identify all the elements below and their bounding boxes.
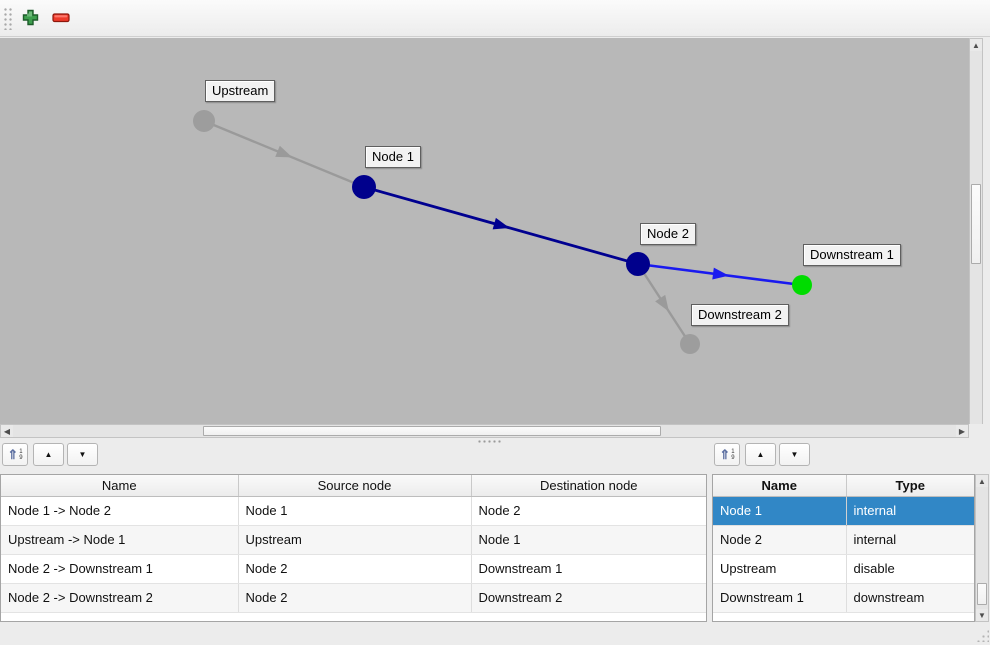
scrollbar-corner [969,424,990,438]
vertical-scroll-thumb[interactable] [971,184,981,264]
graph-node[interactable] [792,275,812,295]
scroll-left-icon[interactable]: ◀ [1,425,13,437]
column-header[interactable]: Source node [238,475,472,497]
cell[interactable]: internal [846,496,974,526]
node-label[interactable]: Node 1 [365,146,421,168]
remove-node-button[interactable] [47,5,75,32]
node-label[interactable]: Downstream 1 [803,244,901,266]
graph-svg [193,110,812,354]
scroll-down-icon[interactable]: ▼ [976,609,988,621]
vertical-scroll-thumb[interactable] [977,583,987,605]
nodes-move-down-button[interactable]: ▼ [779,443,810,466]
plus-icon [22,9,39,29]
cell[interactable]: internal [846,525,974,555]
toolbar-drag-handle[interactable] [3,7,12,30]
column-header[interactable]: Name [713,475,847,497]
cell[interactable]: Node 1 [238,496,472,526]
edges-move-down-button[interactable]: ▼ [67,443,98,466]
main-toolbar [0,0,990,37]
arrow-up-icon: ▲ [756,450,765,459]
node-label[interactable]: Downstream 2 [691,304,789,326]
arrow-down-icon: ▼ [78,450,87,459]
resize-grip[interactable] [976,629,989,642]
pane-splitter[interactable] [0,438,990,444]
minus-icon [52,11,70,26]
cell[interactable]: Node 2 [713,525,847,555]
edge-arrow-icon [655,294,669,312]
cell[interactable]: Node 2 -> Downstream 1 [1,554,239,584]
node-label[interactable]: Node 2 [640,223,696,245]
cell[interactable]: Upstream -> Node 1 [1,525,239,555]
graph-node[interactable] [352,175,376,199]
cell[interactable]: Node 1 -> Node 2 [1,496,239,526]
add-node-button[interactable] [16,5,44,32]
scroll-up-icon[interactable]: ▲ [970,39,982,51]
cell[interactable]: disable [846,554,974,584]
cell[interactable]: Node 2 -> Downstream 2 [1,583,239,613]
edge-arrow-icon [492,217,510,230]
cell[interactable]: downstream [846,583,974,613]
scroll-up-icon[interactable]: ▲ [976,475,988,487]
horizontal-scroll-thumb[interactable] [203,426,661,436]
edge-arrow-icon [275,145,293,158]
edge-arrow-icon [712,267,729,280]
cell[interactable]: Node 2 [471,496,706,526]
graph-node[interactable] [680,334,700,354]
arrow-down-icon: ▼ [790,450,799,459]
cell[interactable]: Upstream [713,554,847,584]
column-header[interactable]: Name [1,475,239,497]
cell[interactable]: Downstream 1 [471,554,706,584]
cell[interactable]: Node 1 [471,525,706,555]
cell[interactable]: Downstream 1 [713,583,847,613]
cell[interactable]: Node 2 [238,583,472,613]
nodes-move-up-button[interactable]: ▲ [745,443,776,466]
node-label[interactable]: Upstream [205,80,276,102]
column-header[interactable]: Type [846,475,974,497]
edges-move-up-button[interactable]: ▲ [33,443,64,466]
canvas-vertical-scrollbar[interactable]: ▲ ▼ [969,38,983,438]
cell[interactable]: Upstream [238,525,472,555]
nodes-table-scrollbar[interactable]: ▲ ▼ [975,474,989,622]
filler [983,38,990,424]
cell[interactable]: Downstream 2 [471,583,706,613]
splitter-handle-icon [477,440,503,443]
canvas-horizontal-scrollbar[interactable]: ◀ ▶ [0,424,969,438]
arrow-up-icon: ▲ [44,450,53,459]
cell[interactable]: Node 1 [713,496,847,526]
cell[interactable]: Node 2 [238,554,472,584]
graph-node[interactable] [193,110,215,132]
graph-node[interactable] [626,252,650,276]
column-header[interactable]: Destination node [471,475,706,497]
scroll-right-icon[interactable]: ▶ [956,425,968,437]
